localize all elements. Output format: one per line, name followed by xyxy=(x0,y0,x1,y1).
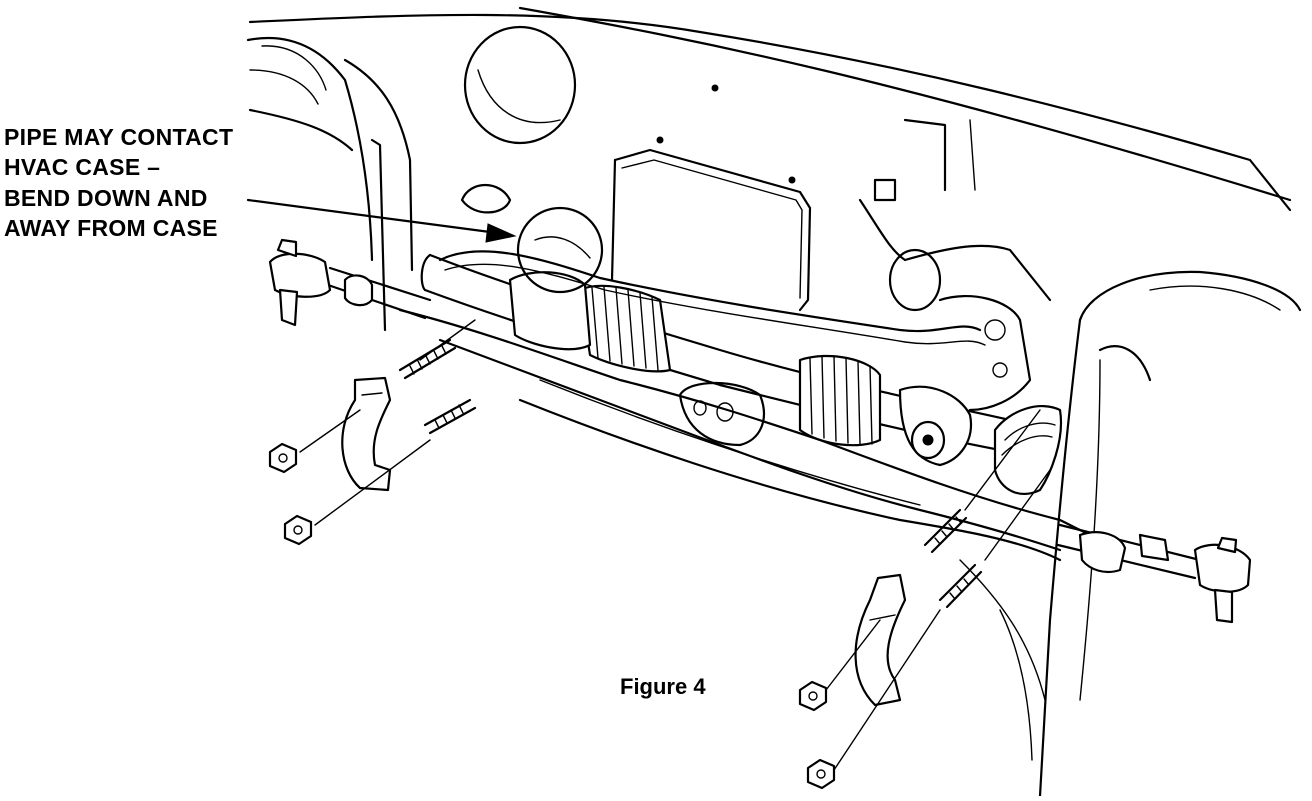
callout-text-line-3: BEND DOWN AND xyxy=(4,185,208,211)
pipe-callout xyxy=(246,198,604,294)
left-mount-hardware xyxy=(268,319,477,546)
left-tie-rod xyxy=(268,238,432,327)
firewall-body xyxy=(246,6,1302,798)
right-bellows xyxy=(798,354,882,447)
left-bellows xyxy=(578,284,672,373)
callout-text-line-1: PIPE MAY CONTACT xyxy=(4,124,234,150)
callout-text-line-2: HVAC CASE – xyxy=(4,154,161,180)
right-tie-rod xyxy=(1056,523,1252,624)
figure-caption: Figure 4 xyxy=(620,674,706,699)
callout-text-line-4: AWAY FROM CASE xyxy=(4,215,218,241)
lower-body-lines xyxy=(959,559,1046,761)
right-mount-hardware xyxy=(798,409,1051,790)
steering-rack xyxy=(420,250,1063,495)
